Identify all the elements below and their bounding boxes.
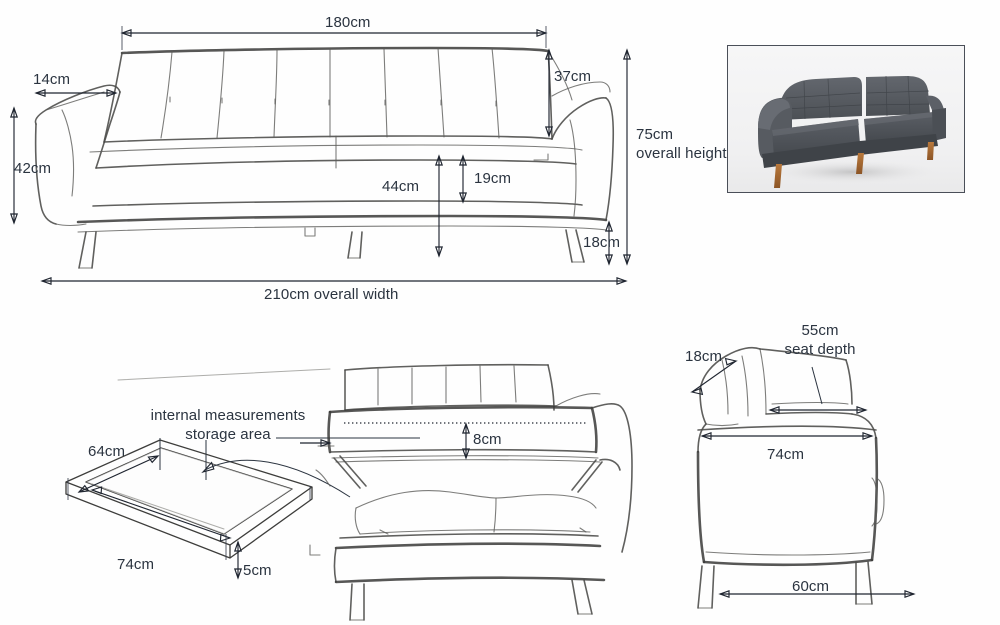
dim-74cm-side — [700, 431, 874, 441]
side-view-sketch — [696, 346, 885, 609]
dim-210cm — [40, 276, 628, 286]
storage-caption-leaders — [159, 437, 420, 498]
storage-box-drawing — [65, 439, 313, 559]
label-19cm: 19cm — [474, 170, 512, 187]
front-sofa-sketch — [34, 46, 615, 269]
dim-74cm-box — [90, 486, 232, 542]
product-photo-frame — [727, 45, 965, 193]
dim-18cm-leg — [604, 220, 614, 266]
dim-5cm — [225, 486, 311, 580]
dim-44cm — [434, 154, 444, 258]
label-44cm: 44cm — [382, 178, 420, 195]
dim-75cm — [622, 48, 632, 266]
dim-8cm — [300, 422, 588, 460]
label-75cm-overall-height: 75cm overall height — [636, 126, 727, 162]
label-14cm: 14cm — [33, 71, 71, 88]
label-180cm: 180cm — [325, 14, 371, 31]
label-210cm-overall-width: 210cm overall width — [264, 286, 399, 303]
label-64cm: 64cm — [88, 443, 126, 460]
dim-180cm — [120, 26, 548, 50]
label-74cm-box: 74cm — [117, 556, 155, 573]
label-55cm-seat-depth: 55cm seat depth — [784, 322, 856, 358]
label-18cm-back: 18cm — [685, 348, 723, 365]
dim-37cm — [544, 48, 554, 138]
label-60cm: 60cm — [792, 578, 830, 595]
open-bed-sketch — [117, 363, 633, 621]
dim-42cm — [9, 106, 19, 225]
label-5cm: 5cm — [243, 562, 272, 579]
label-18cm-leg: 18cm — [583, 234, 621, 251]
dim-55cm — [768, 366, 868, 415]
dim-14cm — [34, 88, 118, 98]
dim-19cm — [458, 154, 468, 204]
label-internal-storage-caption: internal measurements storage area — [150, 407, 306, 443]
dim-18cm-back — [690, 357, 738, 396]
product-photo-image — [728, 46, 964, 192]
label-37cm: 37cm — [554, 68, 592, 85]
dim-60cm — [718, 589, 916, 599]
label-42cm: 42cm — [14, 160, 52, 177]
label-8cm: 8cm — [473, 431, 502, 448]
label-74cm-side: 74cm — [767, 446, 805, 463]
